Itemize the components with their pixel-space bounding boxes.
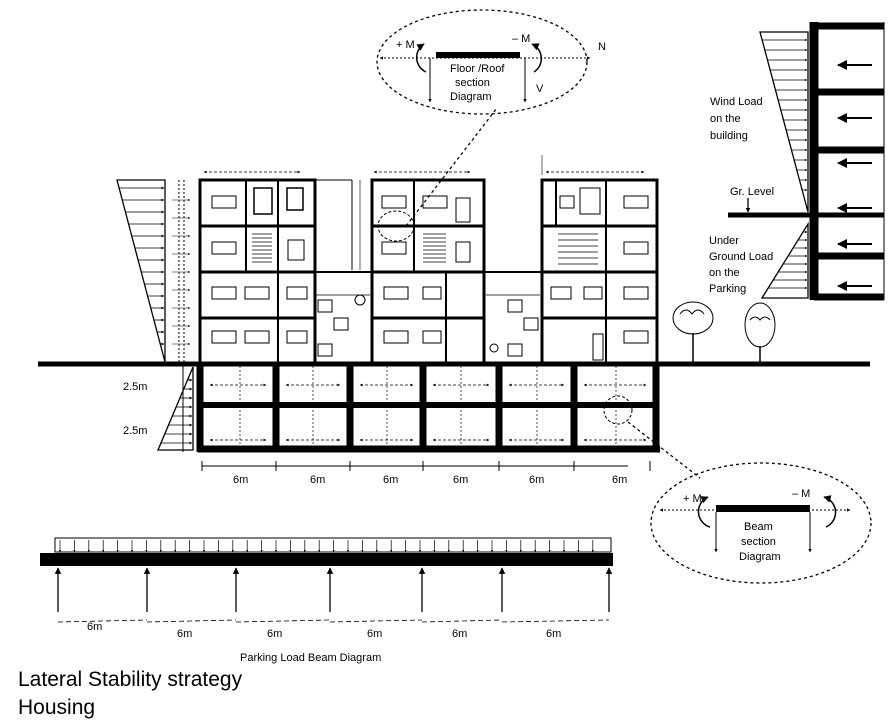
- wind-label-line3: building: [710, 130, 748, 142]
- floor-label-line3: Diagram: [450, 91, 492, 103]
- underground-label-line2: Ground Load: [709, 251, 773, 263]
- ground-level-label: Gr. Level: [730, 186, 774, 198]
- section-span-label: 6m: [529, 474, 544, 486]
- beam-span-label: 6m: [546, 628, 561, 640]
- beam-span-line: [421, 619, 503, 623]
- beam-span-label: 6m: [367, 628, 382, 640]
- section-span-label: 6m: [612, 474, 627, 486]
- beam-span-label: 6m: [87, 621, 102, 633]
- beam-span-line: [57, 619, 148, 623]
- axial-label: N: [598, 41, 606, 53]
- floor-label-line1: Floor /Roof: [450, 63, 505, 75]
- beam-minus-moment-label: – M: [792, 488, 810, 500]
- wind-load-diagram: Wind Load on the building Gr. Level Unde…: [709, 22, 885, 301]
- beam-span-label: 6m: [452, 628, 467, 640]
- beam-span-label: 6m: [267, 628, 282, 640]
- shear-wall-lines: [172, 155, 645, 362]
- underground-label-line1: Under: [709, 235, 739, 247]
- underground-label-line4: Parking: [709, 283, 746, 295]
- beam-label-line1: Beam: [744, 521, 773, 533]
- floor-roof-section-callout: + M – M N V Floor /Roof section Diagram: [376, 9, 606, 227]
- beam-span-label: 6m: [177, 628, 192, 640]
- beam-span-line: [501, 619, 610, 623]
- shear-label: V: [536, 83, 544, 95]
- parking-beam-caption: Parking Load Beam Diagram: [240, 652, 381, 664]
- title-line-2: Housing: [18, 696, 96, 719]
- tree-icon: [672, 301, 776, 362]
- beam-plus-moment-label: + M: [683, 493, 702, 505]
- beam-span-line: [235, 619, 331, 623]
- basement-height-upper: 2.5m: [123, 381, 147, 393]
- plus-moment-label: + M: [396, 39, 415, 51]
- beam-span-line: [146, 619, 237, 623]
- building-b: [370, 178, 486, 366]
- section-span-label: 6m: [383, 474, 398, 486]
- underground-load-profile: [157, 365, 194, 452]
- parking-basement: [196, 361, 660, 453]
- beam-label-line2: section: [741, 536, 776, 548]
- underground-label-line3: on the: [709, 267, 740, 279]
- basement-height-lower: 2.5m: [123, 425, 147, 437]
- wind-load-profile: [116, 179, 166, 363]
- building-c: [540, 178, 659, 366]
- minus-moment-label: – M: [512, 33, 530, 45]
- beam-section-callout: + M – M Beam section Diagram: [627, 421, 872, 584]
- wind-label-line2: on the: [710, 113, 741, 125]
- section-span-label: 6m: [453, 474, 468, 486]
- section-span-label: 6m: [233, 474, 248, 486]
- beam-label-line3: Diagram: [739, 551, 781, 563]
- floor-label-line2: section: [455, 77, 490, 89]
- beam-span-line: [329, 619, 423, 623]
- wind-label-line1: Wind Load: [710, 96, 763, 108]
- section-span-label: 6m: [310, 474, 325, 486]
- stair-cores: [315, 271, 542, 357]
- parking-load-beam-diagram: 6m 6m 6m 6m 6m 6m Parking Load Beam Diagram: [40, 537, 613, 664]
- title-line-1: Lateral Stability strategy: [18, 668, 243, 691]
- section-span-dimensions: 6m 6m 6m 6m 6m 6m 2.5m 2.5m: [123, 381, 651, 486]
